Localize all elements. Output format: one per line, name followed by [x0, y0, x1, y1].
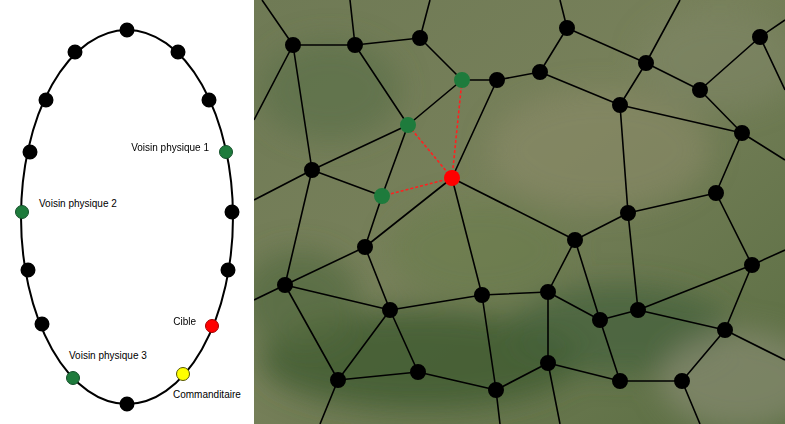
node-dot: [177, 368, 190, 381]
node-dot: [67, 372, 80, 385]
node-dot: [176, 367, 190, 381]
node-dot: [15, 205, 29, 219]
ring: [21, 30, 233, 404]
neighbour-dots: [382, 80, 462, 196]
network-node: Commanditaire: [176, 367, 190, 381]
network-node: Voisin physique 3: [66, 371, 80, 385]
map-texture: [254, 10, 785, 424]
highlight-links: [382, 80, 462, 196]
node-label: Voisin physique 3: [68, 350, 148, 362]
network-links: [254, 0, 785, 424]
network-node: Cible: [205, 319, 219, 333]
node-label: Commanditaire: [172, 389, 242, 401]
network-node: Voisin physique 2: [15, 205, 29, 219]
network-dots: [285, 28, 760, 390]
network-node: Voisin physique 1: [219, 145, 233, 159]
node-dot: [66, 371, 80, 385]
ring-dots: [28, 30, 232, 404]
node-dot: [206, 320, 219, 333]
node-label: Cible: [172, 316, 197, 328]
node-label: Voisin physique 1: [130, 142, 210, 154]
node-dot: [16, 206, 29, 219]
node-dot: [205, 319, 219, 333]
node-dot: [220, 146, 233, 159]
node-label: Voisin physique 2: [38, 198, 118, 210]
node-dot: [219, 145, 233, 159]
